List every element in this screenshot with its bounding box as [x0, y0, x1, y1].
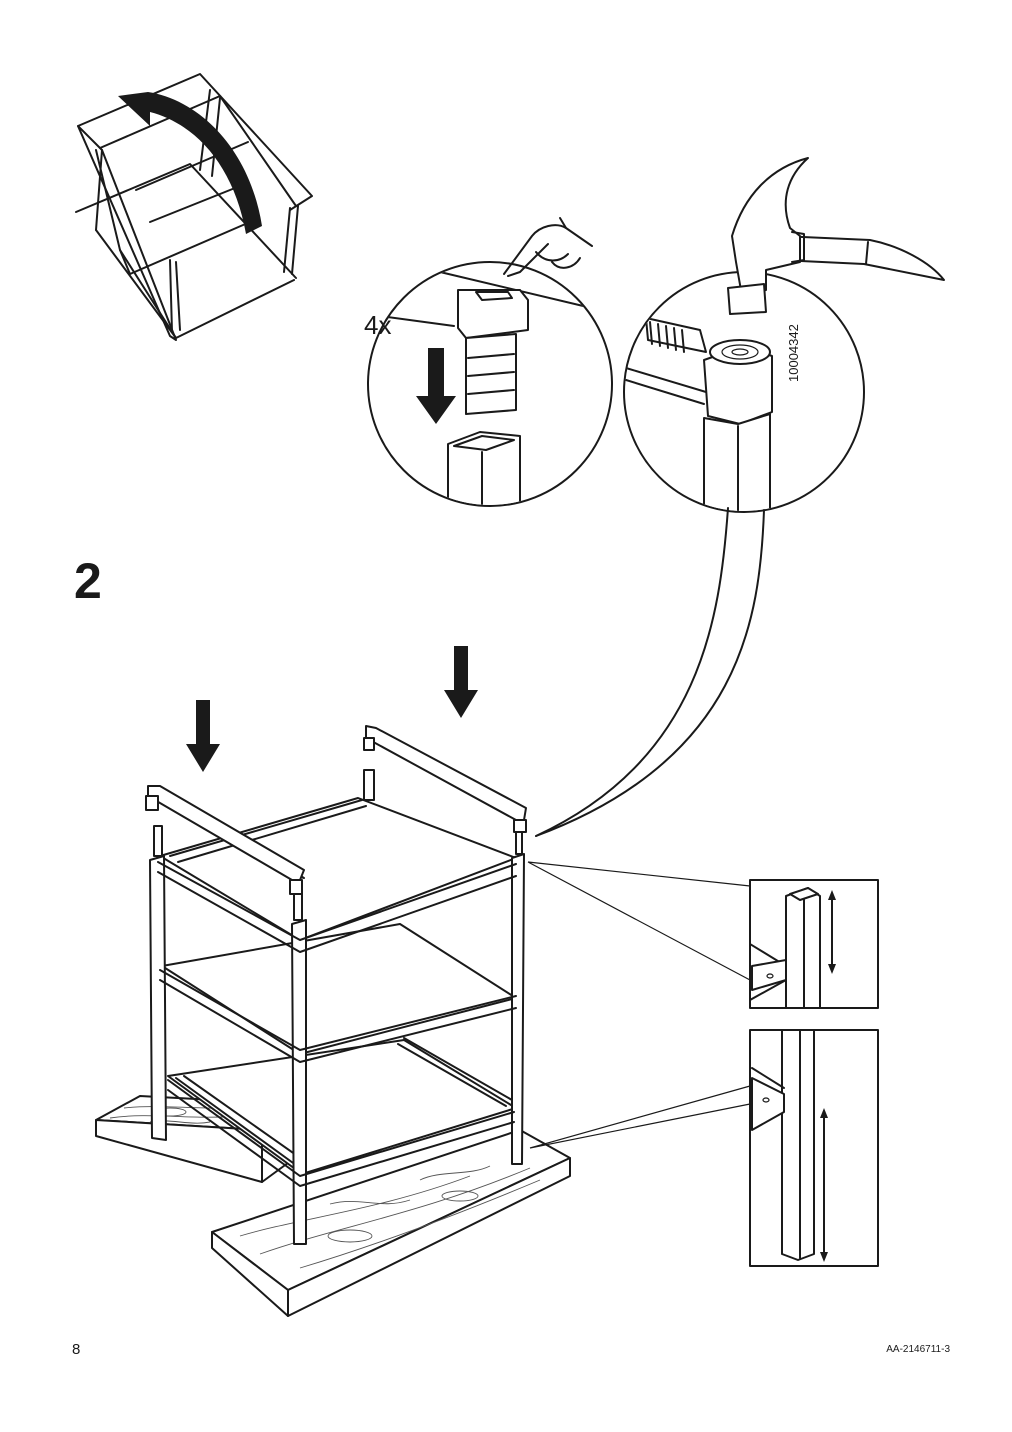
pointing-hand-icon [503, 217, 593, 277]
down-arrow-icon [444, 646, 478, 718]
step-number: 2 [74, 553, 102, 609]
down-arrow-icon [416, 348, 456, 424]
document-code: AA-2146711-3 [886, 1344, 950, 1355]
plug-detail-circle [367, 261, 613, 507]
down-arrow-icon [186, 700, 220, 772]
quantity-label: 4x [364, 310, 392, 340]
hammer-detail-circle [535, 271, 865, 837]
page-number: 8 [72, 1341, 81, 1358]
part-number: 10004342 [786, 324, 801, 382]
flipped-frame-illustration [75, 73, 313, 341]
top-leg-detail-box [527, 861, 879, 1009]
bottom-leg-detail-box [529, 1029, 879, 1267]
hammer-icon [727, 157, 945, 315]
shelving-unit-illustration [95, 725, 571, 1317]
curved-arrow-icon [118, 92, 262, 234]
